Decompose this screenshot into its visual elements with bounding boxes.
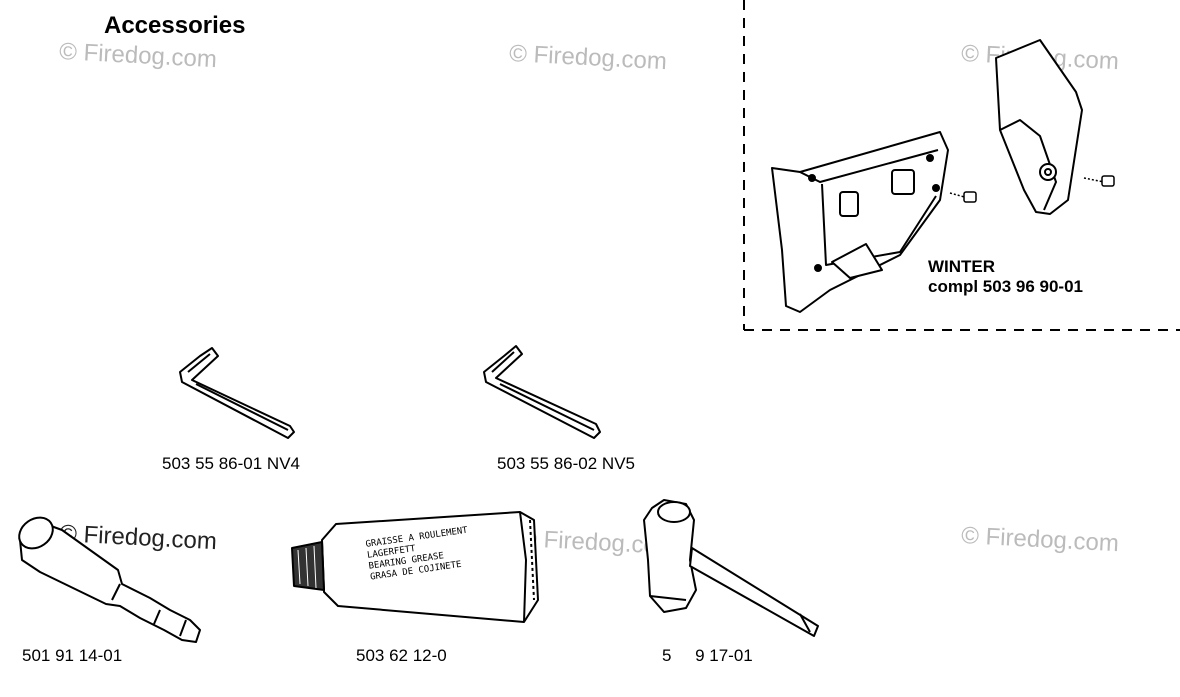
hex-key-nv5-drawing: [483, 345, 601, 439]
winter-kit-label: WINTER compl 503 96 90-01: [928, 257, 1083, 297]
winter-kit-title: WINTER: [928, 257, 996, 276]
winter-cover-plate: [771, 131, 949, 313]
page-title: Accessories: [104, 12, 246, 39]
screw: [1083, 175, 1115, 187]
winter-side-cover: [995, 39, 1083, 215]
screw: [949, 191, 977, 203]
grease-gun-drawing: [18, 516, 201, 643]
hex-key-nv4-drawing: [179, 347, 295, 439]
winter-kit-frame: [743, 0, 1180, 331]
part-number-label: 503 62 12-0: [356, 646, 447, 665]
part-number-label: 503 55 86-01 NV4: [162, 454, 300, 473]
grease-tube-drawing: [291, 511, 539, 623]
part-number-label: 501 91 14-01: [22, 646, 123, 665]
part-number-label: 503 55 86-02 NV5: [497, 454, 635, 473]
part-number-label: 5 9 17-01: [662, 646, 753, 665]
combination-spanner-drawing: [643, 499, 819, 637]
winter-kit-part-number: compl 503 96 90-01: [928, 277, 1083, 296]
